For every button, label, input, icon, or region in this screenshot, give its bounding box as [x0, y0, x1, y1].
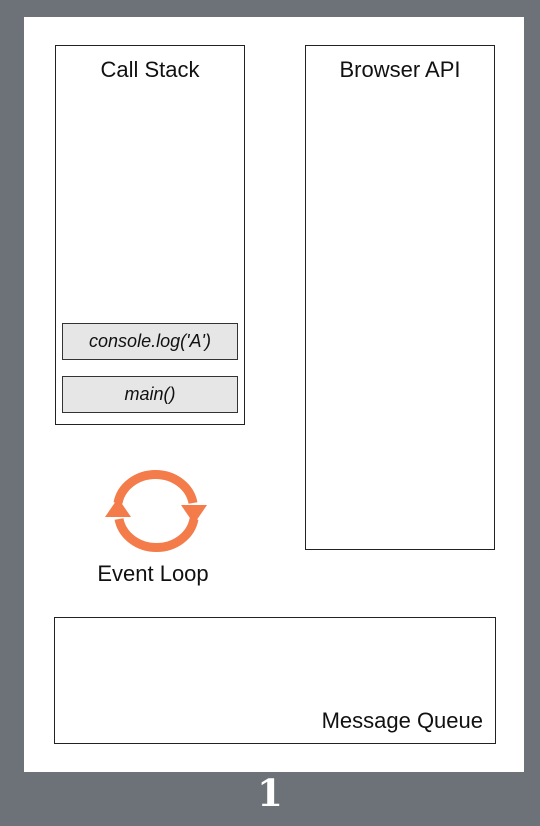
call-stack-title: Call Stack [100, 57, 200, 82]
browser-api-title: Browser API [339, 57, 461, 82]
event-loop-label: Event Loop [97, 561, 209, 586]
event-loop-left-arrowhead [105, 498, 131, 517]
call-stack-box: Call Stack console.log('A') main() [55, 45, 245, 425]
stack-frame-console-log: console.log('A') [62, 323, 238, 360]
step-number: 1 [257, 771, 283, 815]
stack-frame-main: main() [62, 376, 238, 413]
event-loop-upper-arc [113, 470, 198, 505]
refresh-cycle-icon [105, 470, 207, 552]
message-queue-title: Message Queue [321, 708, 483, 733]
event-loop-lower-arc [114, 517, 199, 552]
diagram-panel: Call Stack console.log('A') main() Brows… [24, 17, 524, 772]
browser-api-box: Browser API [305, 45, 495, 550]
event-loop-right-arrowhead [181, 505, 207, 524]
message-queue-box: Message Queue [54, 617, 496, 744]
